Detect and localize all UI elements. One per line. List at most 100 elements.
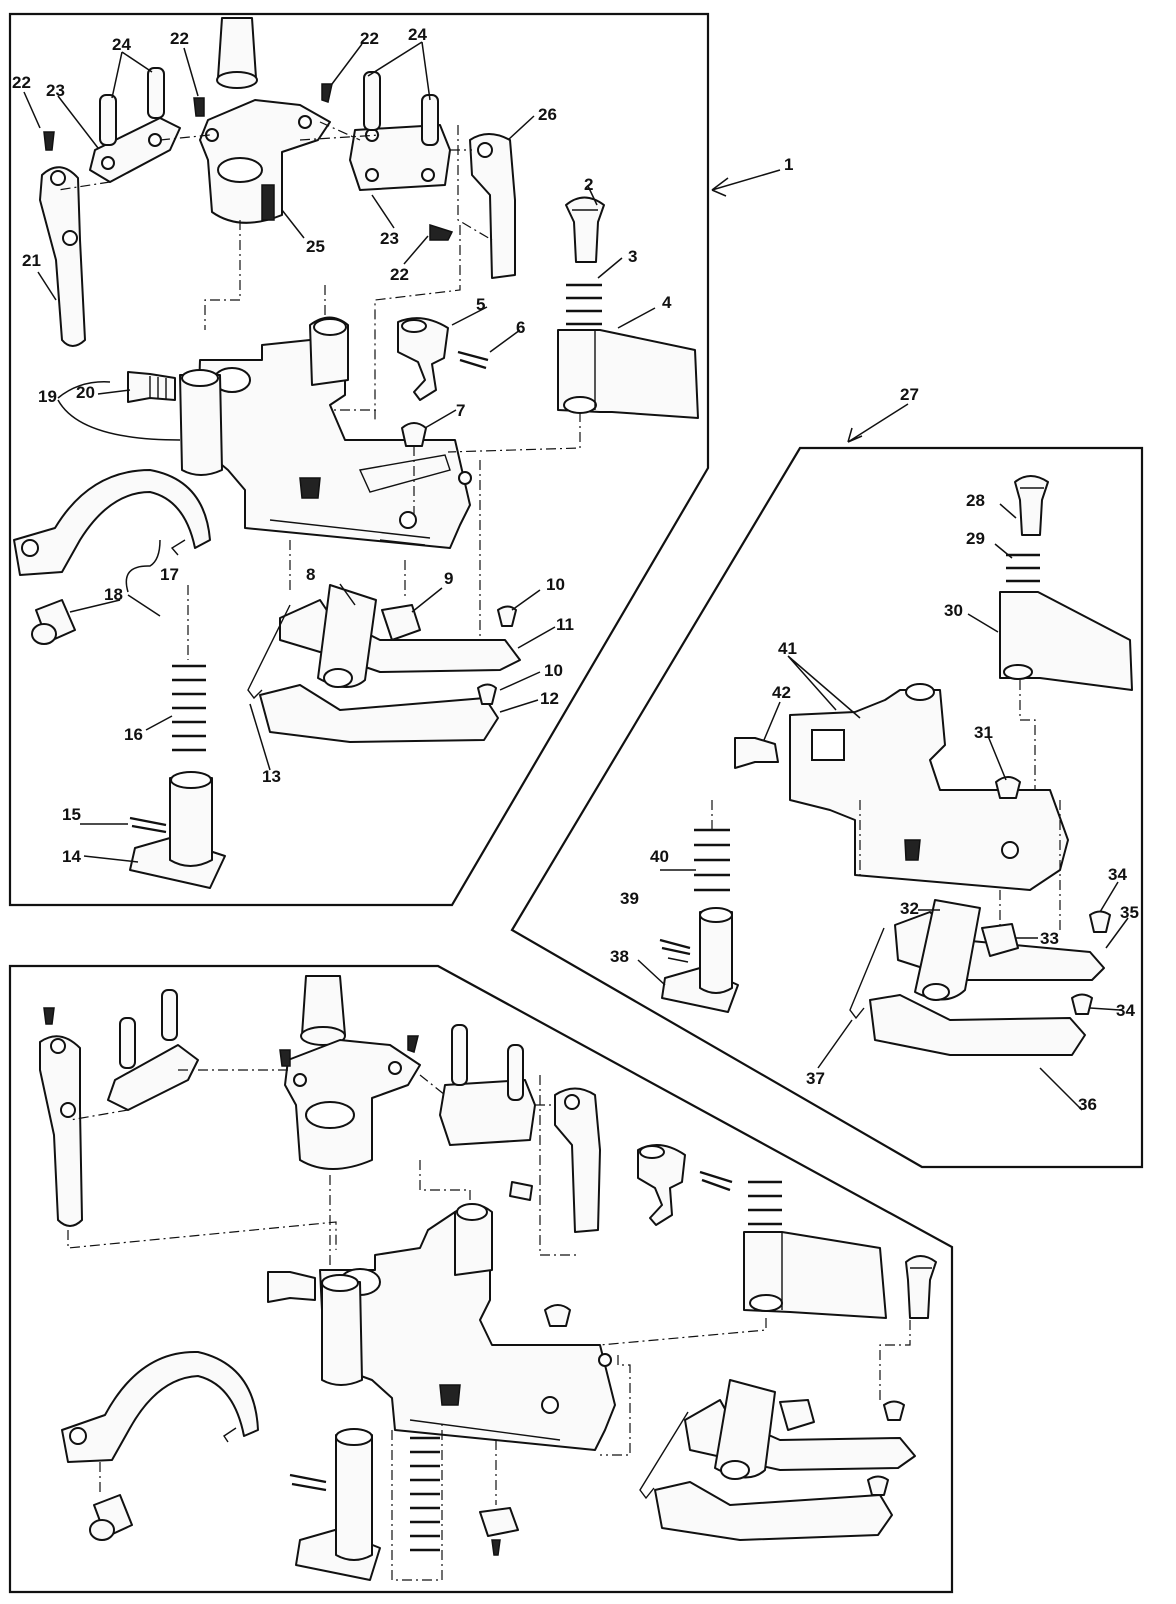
callout-33: 33 <box>1040 929 1059 948</box>
part-29-spring <box>1006 553 1040 596</box>
callout-10a: 10 <box>546 575 565 594</box>
callout-8: 8 <box>306 565 315 584</box>
bottom-right-parts <box>599 1144 937 1541</box>
callout-24a: 24 <box>112 35 131 54</box>
callout-13: 13 <box>262 767 281 786</box>
presser-foot-body <box>179 316 472 549</box>
callout-42: 42 <box>772 683 791 702</box>
part-40-spring <box>694 828 730 892</box>
callout-34b: 34 <box>1116 1001 1135 1020</box>
callout-14: 14 <box>62 847 81 866</box>
callout-7: 7 <box>456 401 465 420</box>
callout-24b: 24 <box>408 25 427 44</box>
part-9-block <box>381 604 421 641</box>
callout-35: 35 <box>1120 903 1139 922</box>
callout-6: 6 <box>516 318 525 337</box>
callout-11: 11 <box>556 615 574 634</box>
panel-combined-view <box>8 964 954 1594</box>
part-42-screw <box>734 737 779 769</box>
callout-labels: 1 2 3 4 5 6 7 8 9 10 11 10 12 13 14 15 1… <box>12 25 1139 1114</box>
callout-21: 21 <box>22 251 41 270</box>
callout-22d: 22 <box>390 265 409 284</box>
part-22-screw-a <box>43 131 55 151</box>
callout-34a: 34 <box>1108 865 1127 884</box>
part-36-toe-lower <box>869 994 1086 1056</box>
part-28-screw <box>1014 475 1049 536</box>
callout-37: 37 <box>806 1069 825 1088</box>
presser-bar <box>217 17 257 79</box>
callout-31: 31 <box>974 723 993 742</box>
bottom-hook-and-post <box>61 1271 497 1581</box>
callout-20: 20 <box>76 383 95 402</box>
callout-23a: 23 <box>46 81 65 100</box>
part-13-wire <box>247 604 291 700</box>
part-22-screw-b <box>193 97 205 117</box>
callout-19: 19 <box>38 387 57 406</box>
part-15-screw <box>129 816 167 834</box>
callout-36: 36 <box>1078 1095 1097 1114</box>
part-24-pin-right-a <box>363 71 381 131</box>
callout-9: 9 <box>444 569 453 588</box>
callout-5: 5 <box>476 295 485 314</box>
part-10-screw-b <box>477 683 497 705</box>
part-6-screw <box>457 350 489 370</box>
callout-15: 15 <box>62 805 81 824</box>
callout-22c: 22 <box>360 29 379 48</box>
callout-38: 38 <box>610 947 629 966</box>
callout-26: 26 <box>538 105 557 124</box>
bottom-foot-body <box>319 1203 616 1556</box>
callout-2: 2 <box>584 175 593 194</box>
callout-27: 27 <box>900 385 919 404</box>
callout-16: 16 <box>124 725 143 744</box>
callout-4: 4 <box>662 293 672 312</box>
part-8-shank <box>317 584 377 688</box>
callout-18: 18 <box>104 585 123 604</box>
panel-main-assembly <box>8 12 710 907</box>
upper-assembly <box>39 17 516 420</box>
part-25-hub <box>199 99 331 224</box>
leader-lines <box>23 41 1129 1111</box>
part-5-clamp <box>397 317 449 401</box>
part-37-wire <box>849 927 885 1020</box>
part-17-hook <box>13 469 211 576</box>
part-31-screw <box>995 776 1021 799</box>
panel-alternate-foot <box>510 446 1144 1169</box>
callout-39: 39 <box>620 889 639 908</box>
part-24-pin-right-b <box>421 94 439 146</box>
part-32-shank <box>914 899 981 1001</box>
callout-22b: 22 <box>170 29 189 48</box>
callout-32: 32 <box>900 899 919 918</box>
part-12-toe-lower <box>259 684 499 743</box>
callout-3: 3 <box>628 247 637 266</box>
part-4-plate <box>557 329 699 419</box>
callout-29: 29 <box>966 529 985 548</box>
bottom-upper-assembly <box>39 975 601 1310</box>
part-20-screw <box>127 371 176 403</box>
callout-28: 28 <box>966 491 985 510</box>
part-33-block <box>981 923 1019 957</box>
part-34-screw-a <box>1089 910 1111 933</box>
callout-41: 41 <box>778 639 797 658</box>
part-3-spring <box>566 283 602 339</box>
callout-22a: 22 <box>12 73 31 92</box>
part-16-spring <box>172 664 206 752</box>
part-30-plate <box>999 591 1133 691</box>
callout-12: 12 <box>540 689 559 708</box>
part-21-lever <box>39 166 86 347</box>
part-24-pin-left-b <box>147 67 165 119</box>
part-10-screw-a <box>497 605 517 627</box>
part-2-screw <box>565 196 605 263</box>
callout-1: 1 <box>784 155 793 174</box>
part-22-screw-c <box>321 83 333 103</box>
part-7-screw <box>401 422 427 447</box>
callout-17: 17 <box>160 565 179 584</box>
part-22-screw-d <box>429 223 454 241</box>
part-39-screw <box>659 938 691 956</box>
callout-30: 30 <box>944 601 963 620</box>
part-26-bracket <box>469 133 516 279</box>
callout-40: 40 <box>650 847 669 866</box>
part-34-screw-b <box>1071 993 1093 1015</box>
part-24-pin-left-a <box>99 94 117 146</box>
callout-23b: 23 <box>380 229 399 248</box>
